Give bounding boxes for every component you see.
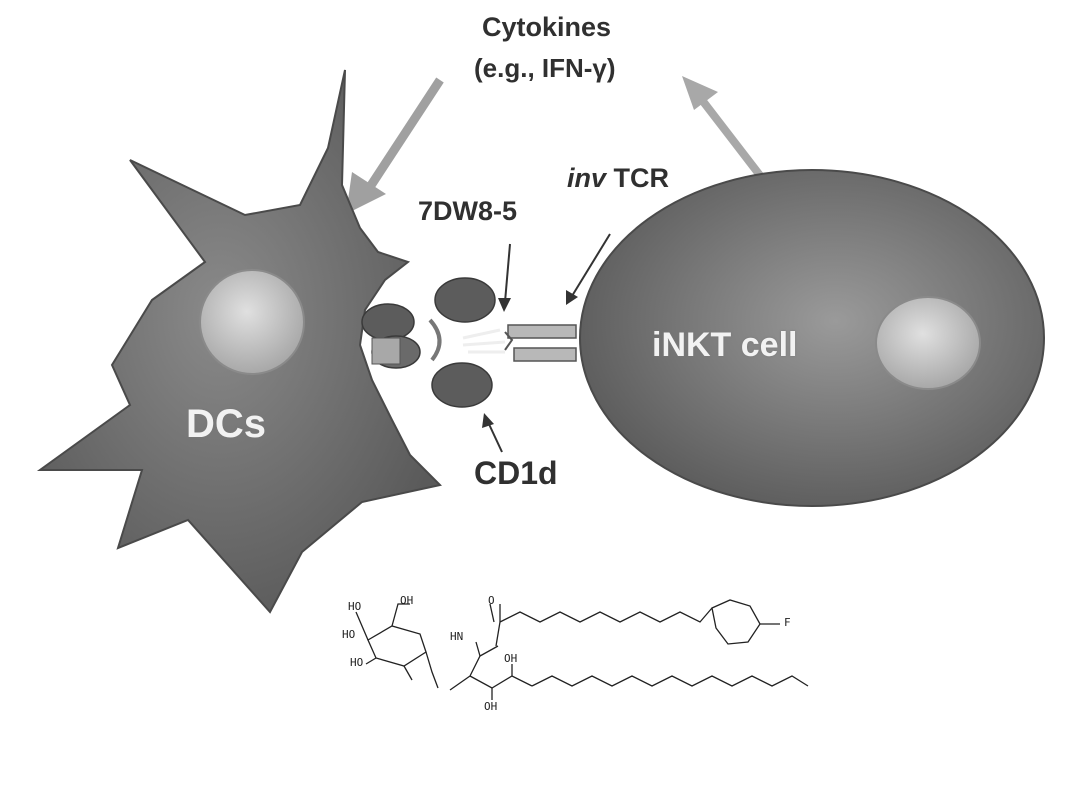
atom-oh-3: OH [484,700,497,713]
atom-o-carbonyl: O [488,594,495,607]
atom-ho-2: HO [342,628,355,641]
nkt-nucleus [876,297,980,389]
dc-nucleus [200,270,304,374]
atom-oh-2: OH [504,652,517,665]
chemical-structure [356,600,808,700]
tcr-label: inv TCR [567,163,669,194]
tcr-prefix: inv [567,163,606,193]
atom-hn: HN [450,630,463,643]
pointer-compound [498,244,511,312]
glycolipid-ligand [463,330,505,352]
pointer-cd1d [482,413,502,452]
atom-oh-1: OH [400,594,413,607]
atom-ho-3: HO [350,656,363,669]
dcs-label: DCs [186,402,266,447]
tcr-suffix: TCR [606,163,669,193]
cd1d-molecules [362,278,495,407]
invariant-tcr [505,325,576,361]
atom-ho-1: HO [348,600,361,613]
cytokines-label: Cytokines [482,12,611,43]
compound-label: 7DW8-5 [418,196,517,227]
cd1d-label: CD1d [474,455,558,492]
nkt-cell-label: iNKT cell [652,326,797,365]
atom-f: F [784,616,791,629]
cytokines-example-label: (e.g., IFN-γ) [474,53,616,84]
cytokine-arrow-to-dc [346,80,440,214]
cytokine-arrow-from-nkt [682,76,762,178]
